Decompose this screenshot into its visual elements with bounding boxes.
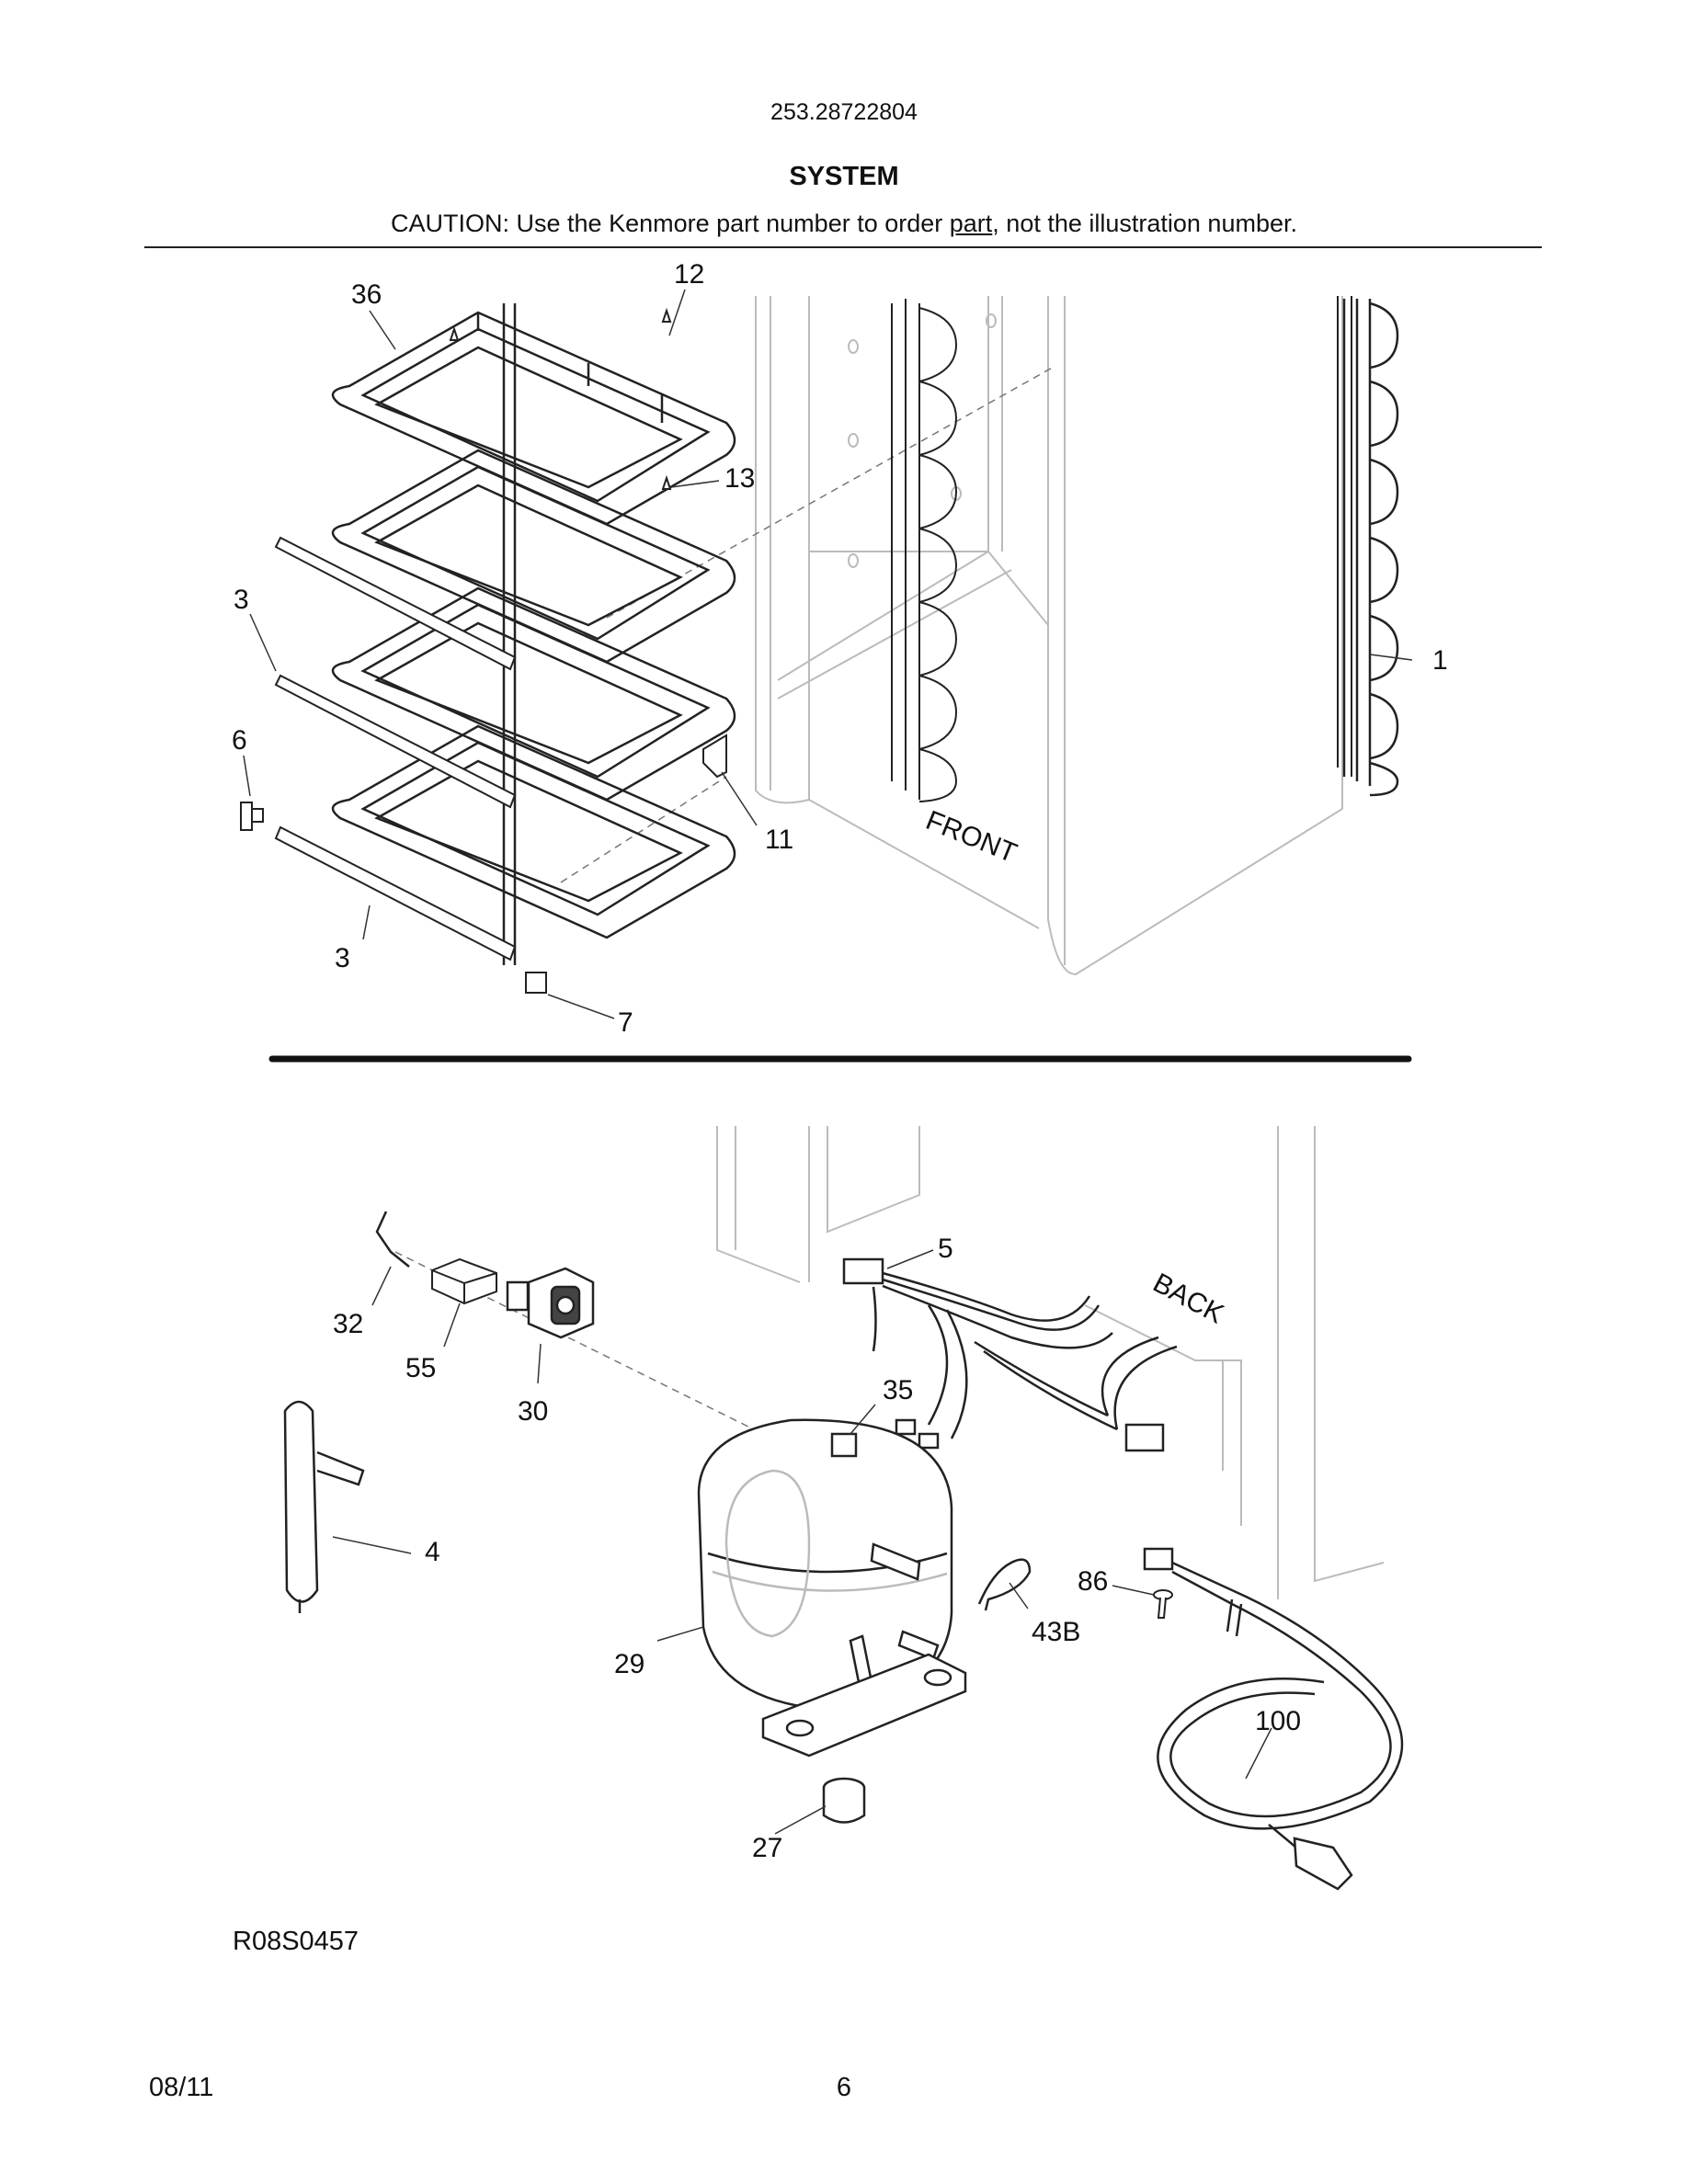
cabinet-base-outline — [716, 1126, 1385, 1599]
cord-clamp — [977, 1558, 1032, 1611]
screw — [1153, 1589, 1173, 1619]
callout-27: 27 — [752, 1833, 782, 1863]
assembly-leader-dashed — [606, 365, 1056, 619]
callout-5: 5 — [938, 1234, 953, 1264]
bottom-section: BACK 32 55 30 5 35 4 29 27 43B 86 100 — [283, 1126, 1404, 1891]
callout-30: 30 — [518, 1396, 548, 1427]
power-cord — [1143, 1547, 1404, 1891]
cabinet-label-front: FRONT — [921, 805, 1021, 869]
caution-underlined-word: part — [949, 210, 993, 237]
evaporator-shelf — [331, 449, 736, 664]
overload-protector — [506, 1267, 595, 1339]
evaporator-shelves — [331, 303, 736, 965]
top-section: FRONT 36 12 13 3 6 3 7 11 1 — [232, 259, 1448, 1038]
overload-clip — [375, 1211, 410, 1268]
page-number: 6 — [836, 2073, 852, 2102]
grommet — [822, 1777, 866, 1824]
condenser-coil — [1342, 299, 1399, 797]
callout-100: 100 — [1255, 1706, 1301, 1736]
assembly-leader-dashed — [560, 776, 727, 883]
relay — [431, 1257, 497, 1305]
shelf-hardware — [240, 296, 1352, 994]
caution-prefix: CAUTION: Use the Kenmore part number to … — [391, 210, 950, 237]
callout-7: 7 — [618, 1007, 633, 1038]
caution-suffix: , not the illustration number. — [992, 210, 1297, 237]
freezer-cabinet-outline — [755, 296, 1343, 976]
callout-12: 12 — [674, 259, 704, 290]
wiring-harness — [842, 1257, 1178, 1452]
callout-11: 11 — [765, 825, 793, 855]
evaporator-shelf — [331, 311, 736, 526]
callout-3-upper: 3 — [234, 585, 249, 615]
model-number: 253.28722804 — [770, 99, 918, 125]
callout-32: 32 — [333, 1309, 363, 1339]
callout-29: 29 — [614, 1649, 644, 1679]
page-title: SYSTEM — [789, 162, 899, 191]
cabinet-label-back: BACK — [1148, 1268, 1229, 1329]
footer-date: 08/11 — [149, 2073, 214, 2102]
callout-leaders-top — [243, 289, 1413, 1019]
header-rule — [144, 246, 1542, 248]
caution-note: CAUTION: Use the Kenmore part number to … — [0, 210, 1688, 238]
callout-6: 6 — [232, 725, 247, 756]
callout-43b: 43B — [1032, 1617, 1080, 1647]
filter-drier — [283, 1400, 365, 1613]
callout-leaders-bottom — [332, 1249, 1272, 1835]
callout-1: 1 — [1432, 645, 1448, 676]
callout-35: 35 — [883, 1375, 913, 1405]
evaporator-shelf — [331, 724, 736, 939]
callout-55: 55 — [405, 1353, 436, 1383]
shelf-front-trim — [274, 536, 517, 961]
callout-3-lower: 3 — [335, 943, 350, 973]
illustration-reference: R08S0457 — [233, 1927, 359, 1956]
callout-4: 4 — [425, 1537, 440, 1567]
callout-86: 86 — [1078, 1566, 1108, 1597]
callout-36: 36 — [351, 279, 382, 310]
callout-13: 13 — [724, 463, 755, 494]
compressor — [697, 1418, 967, 1757]
